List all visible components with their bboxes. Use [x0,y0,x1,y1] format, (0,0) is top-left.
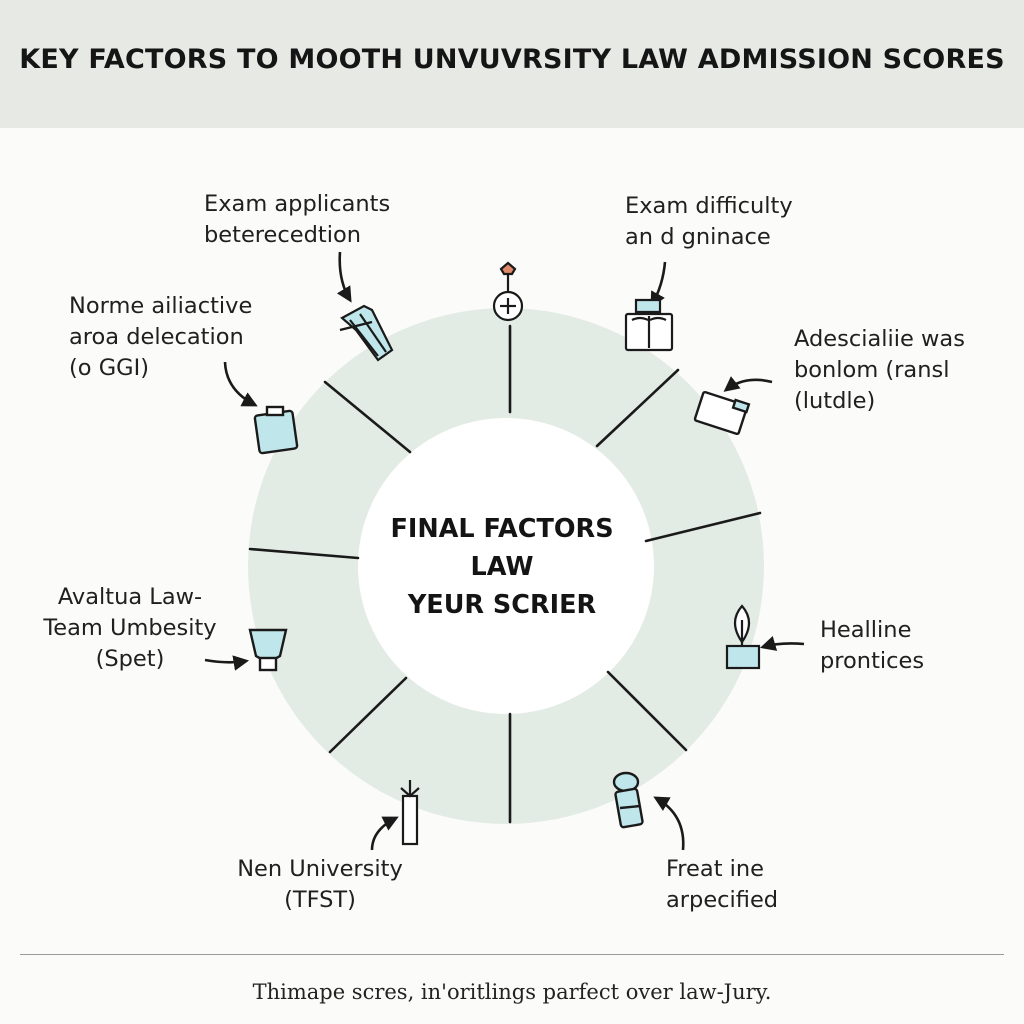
center-line-3: YEUR SCRIER [407,590,597,620]
spoke-top-right [595,368,680,448]
footer-caption: Thimape scres, in'oritlings parfect over… [252,980,772,1004]
bundle-icon [339,304,394,362]
trophy-cup-icon [248,628,288,672]
arrow-freat [653,796,685,851]
lamp-column-icon [612,771,644,829]
title-banner [0,0,1024,128]
center-line-1: FINAL FACTORS [390,514,614,544]
open-book-icon [624,298,674,352]
center-title: FINAL FACTORS LAW YEUR SCRIER [362,510,642,624]
arrow-adescialiie [723,376,773,392]
folder-card-icon [693,390,751,436]
arrow-nen-university [370,816,399,851]
pencil-tube-icon [400,780,420,846]
spoke-bottom-left [328,676,408,754]
ring [248,308,764,824]
factor-label-avaltua: Avaltua Law-Team Umbesity(Spet) [43,584,217,672]
center-line-2: LAW [470,552,534,582]
inner-circle-shape [358,418,654,714]
factor-label-nen-university: Nen University(TFST) [237,856,403,913]
arrow-norme [223,361,258,407]
arrow-exam-applicants [336,251,352,303]
compass-plus-icon [492,261,524,322]
arrow-exam-difficulty [650,261,667,308]
spoke-left [248,547,360,560]
arrow-healline [760,635,805,651]
ring-spokes [248,324,762,824]
page-title: KEY FACTORS TO MOOTH UNVUVRSITY LAW ADMI… [19,44,1005,75]
plant-pot-icon [725,604,761,670]
footer-divider [20,954,1004,955]
document-clipboard-icon [253,405,299,455]
spoke-bottom-right [606,670,688,752]
spoke-top-left [323,380,412,454]
arrow-avaltua [204,655,250,671]
pointer-arrows [204,251,805,851]
spoke-right [644,511,762,543]
